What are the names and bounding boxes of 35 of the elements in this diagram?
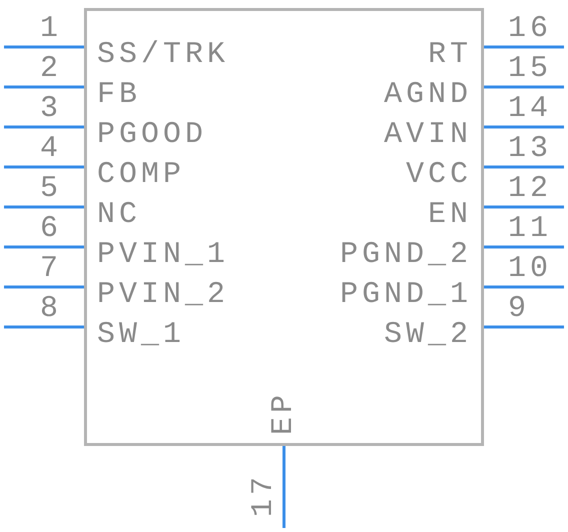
pin-name: SS/TRK [97, 40, 230, 70]
pin-name: AVIN [384, 120, 472, 150]
pin-number: 14 [508, 94, 552, 124]
pin-name: PGND_1 [340, 280, 472, 310]
pin-name: RT [428, 40, 472, 70]
pin-number: 11 [508, 214, 552, 244]
pin-name: NC [97, 200, 142, 230]
pin-name: FB [97, 80, 142, 110]
pin-name: SW_1 [97, 320, 186, 350]
pin-number: 2 [40, 54, 62, 84]
pin-name: PGOOD [97, 120, 208, 150]
pin-number: 3 [40, 94, 62, 124]
pin-name: COMP [97, 160, 186, 190]
pin-name: VCC [406, 160, 472, 190]
pin-name: PVIN_2 [97, 280, 230, 310]
pin-number: 7 [40, 254, 62, 284]
pin-name: EP [269, 391, 299, 435]
pin-number: 10 [508, 254, 552, 284]
pin-number: 8 [40, 294, 62, 324]
pin-number: 12 [508, 174, 552, 204]
pin-name: EN [428, 200, 472, 230]
pin-number: 1 [40, 14, 62, 44]
pin-name: PVIN_1 [97, 240, 230, 270]
pin-number: 4 [40, 134, 62, 164]
pin-name: SW_2 [384, 320, 472, 350]
pin-number: 6 [40, 214, 62, 244]
pin-number: 13 [508, 134, 552, 164]
pin-name: PGND_2 [340, 240, 472, 270]
pin-number: 15 [508, 54, 552, 84]
pin-name: AGND [384, 80, 472, 110]
pin-number: 16 [508, 14, 552, 44]
pin-number: 9 [508, 294, 530, 324]
pin-number: 17 [249, 473, 279, 517]
pin-number: 5 [40, 174, 62, 204]
chip-body [84, 8, 484, 446]
